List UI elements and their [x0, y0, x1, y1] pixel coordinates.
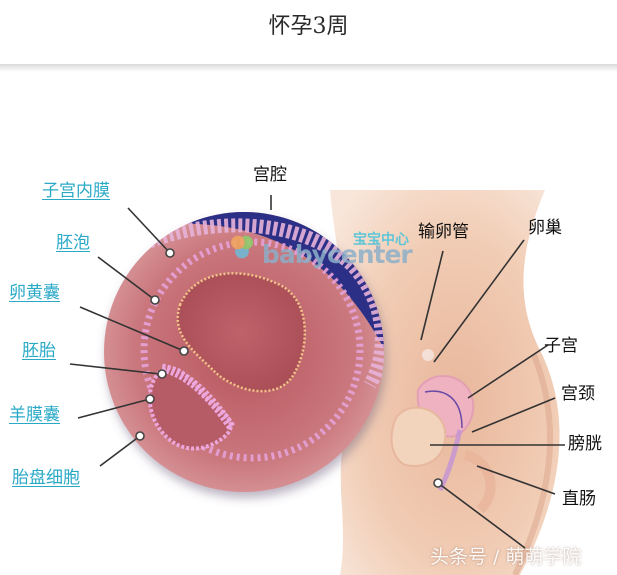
label-yolk-sac[interactable]: 卵黄囊 — [9, 283, 60, 303]
babycenter-flower-icon — [228, 232, 256, 262]
anatomy-illustration — [69, 190, 617, 575]
header-divider — [0, 64, 617, 72]
label-blastocyst[interactable]: 胚泡 — [56, 233, 90, 253]
label-embryo[interactable]: 胚胎 — [22, 341, 56, 361]
page-header: 怀孕3周 — [0, 0, 617, 64]
page-title: 怀孕3周 — [268, 14, 349, 39]
label-ovary: 卵巢 — [528, 218, 562, 238]
label-uterus: 子宫 — [544, 336, 578, 356]
label-cervix: 宫颈 — [561, 384, 595, 404]
anatomy-diagram: 宝宝中心 babycenter 子宫内膜 胚泡 卵黄囊 胚胎 羊膜囊 胎盘细胞 … — [0, 72, 617, 575]
label-amniotic-sac[interactable]: 羊膜囊 — [9, 405, 60, 425]
yolk-sac-shape — [176, 272, 306, 393]
label-fallopian-tube: 输卵管 — [418, 222, 469, 242]
label-rectum: 直肠 — [562, 489, 596, 509]
toutiao-watermark: 头条号 / 萌萌学院 — [430, 546, 582, 568]
bladder-shape — [390, 406, 447, 467]
label-endometrium[interactable]: 子宫内膜 — [42, 181, 110, 201]
babycenter-logo-cn: 宝宝中心 — [353, 232, 409, 248]
rectum-shape — [463, 450, 496, 514]
label-bladder: 膀胱 — [568, 434, 602, 454]
babycenter-logo-en: babycenter — [262, 240, 413, 269]
label-trophoblast[interactable]: 胎盘细胞 — [12, 468, 80, 488]
label-uterine-cavity: 宫腔 — [253, 165, 287, 185]
